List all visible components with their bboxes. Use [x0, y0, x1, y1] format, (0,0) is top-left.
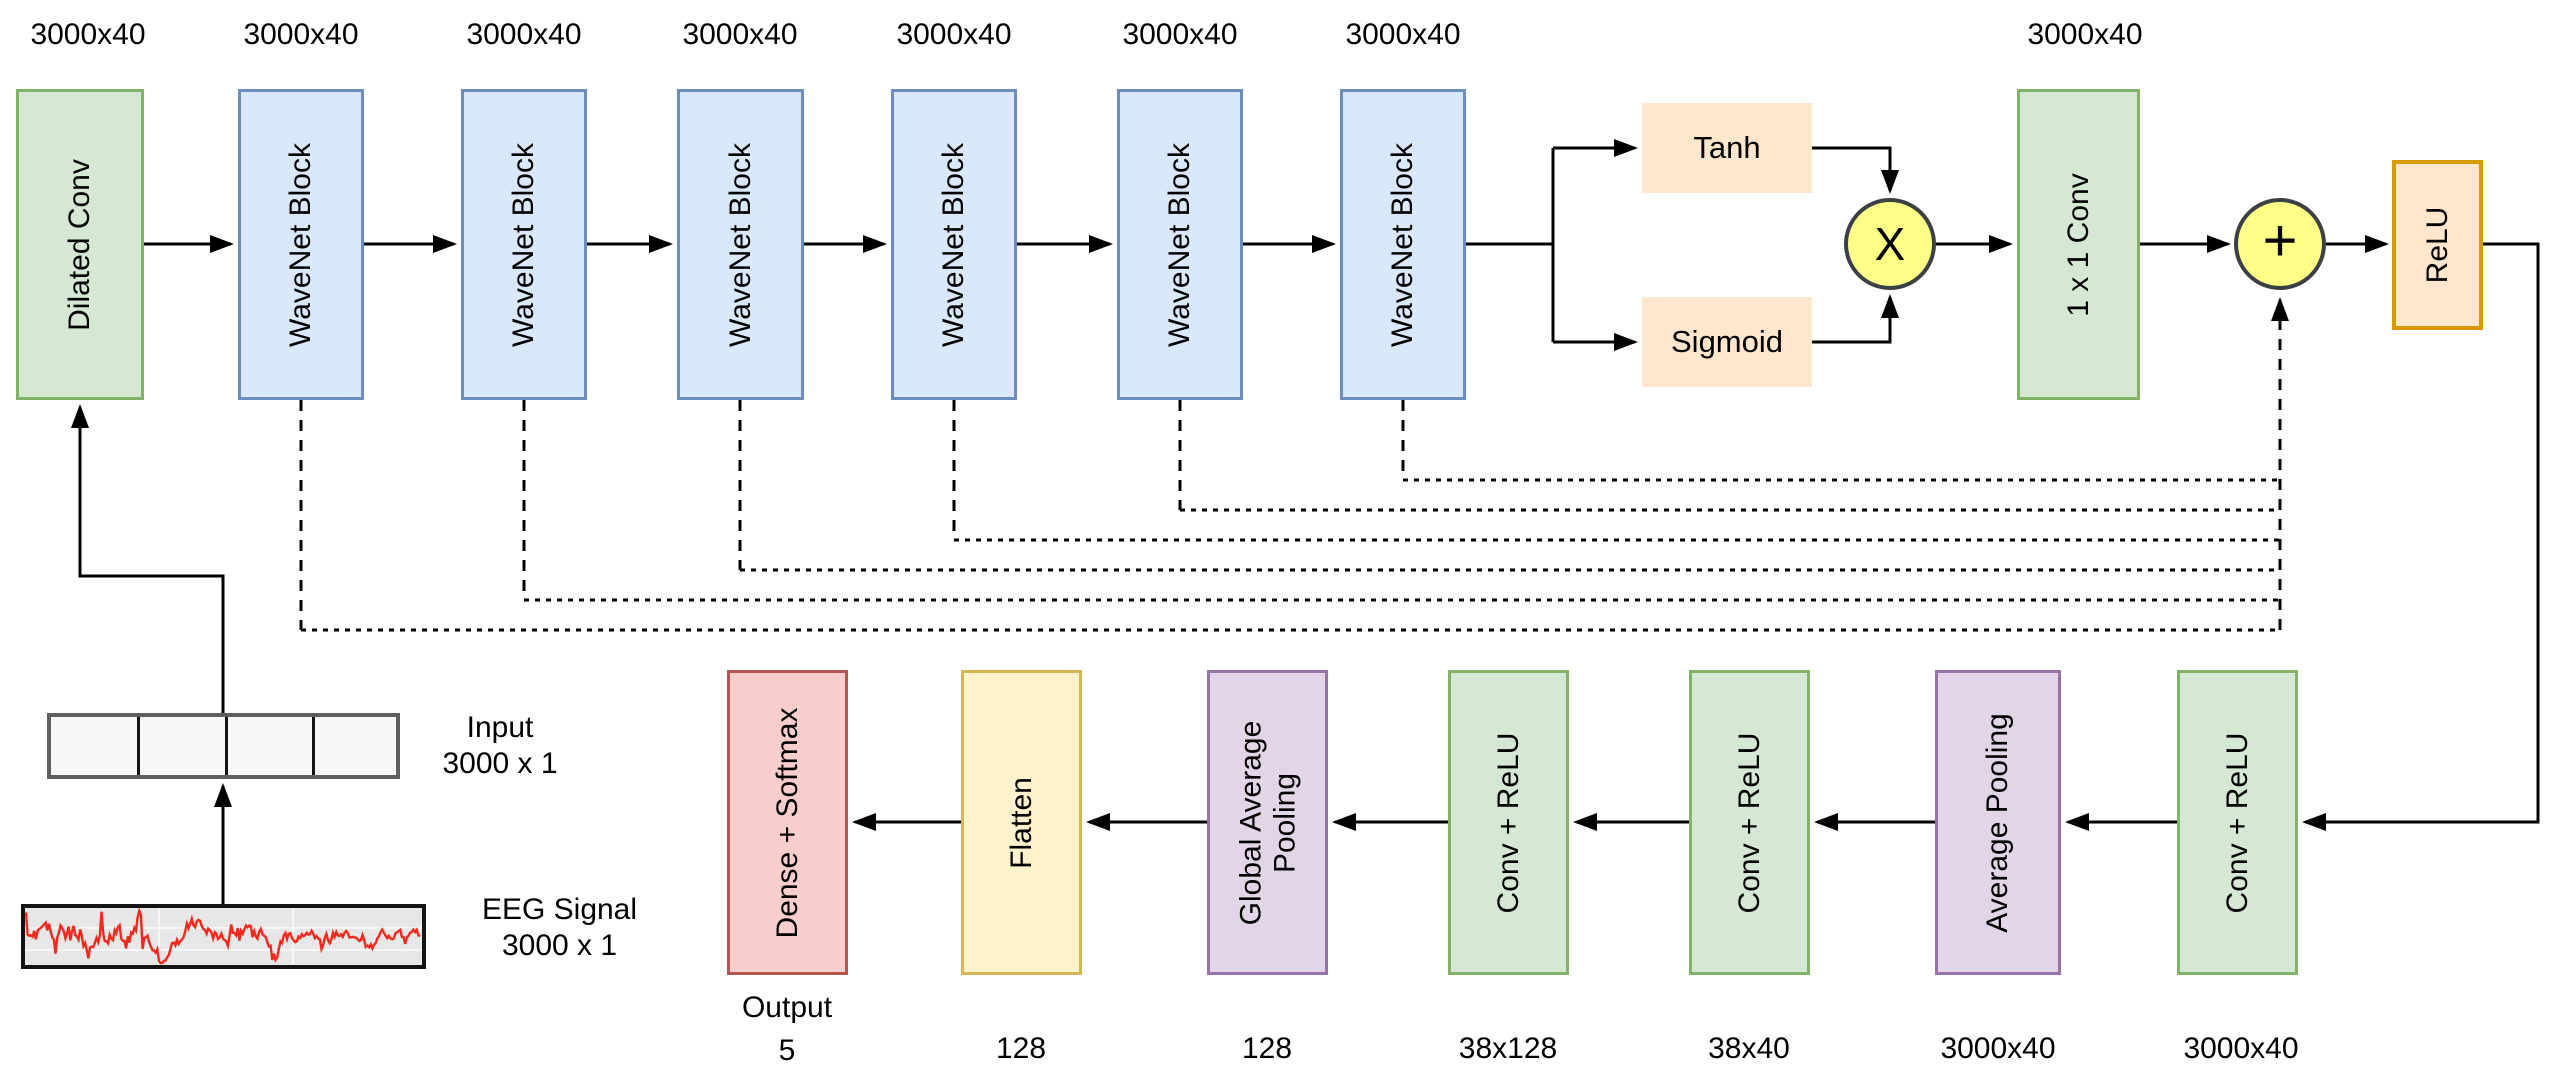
dim-conv-relu-1: 38x128: [1458, 1032, 1558, 1065]
eeg-gridline: [292, 908, 294, 965]
input-tensor-box: [47, 713, 400, 779]
block-conv-relu-3-label: Conv + ReLU: [2220, 732, 2254, 913]
dim-wavenet-1: 3000x40: [243, 18, 359, 51]
block-tanh: Tanh: [1642, 103, 1812, 193]
dim-global-average-pooling: 128: [1241, 1032, 1293, 1065]
eeg-gridline: [25, 927, 422, 929]
dim-dilated-conv: 3000x40: [30, 18, 146, 51]
eeg-signal-box: [21, 904, 426, 969]
eeg-signal-label: EEG Signal 3000 x 1: [481, 893, 638, 962]
input-cell-divider: [225, 717, 228, 775]
input-cell-divider: [137, 717, 140, 775]
block-dilated-conv: Dilated Conv: [16, 89, 144, 400]
block-relu: ReLU: [2392, 160, 2483, 330]
dim-average-pooling: 3000x40: [1940, 1032, 2056, 1065]
block-conv-relu-1: Conv + ReLU: [1448, 670, 1569, 975]
block-average-pooling-label: Average Pooling: [1981, 712, 2015, 933]
input-cell-divider: [312, 717, 315, 775]
dim-output-word: Output: [741, 991, 833, 1024]
block-dilated-conv-label: Dilated Conv: [63, 158, 97, 331]
block-average-pooling: Average Pooling: [1935, 670, 2061, 975]
block-wavenet-2: WaveNet Block: [461, 89, 587, 400]
block-dense-softmax-label: Dense + Softmax: [770, 707, 804, 938]
dim-flatten: 128: [995, 1032, 1047, 1065]
block-sigmoid: Sigmoid: [1642, 297, 1812, 387]
block-flatten-label: Flatten: [1004, 776, 1038, 869]
dim-conv-relu-2: 38x40: [1708, 1032, 1790, 1065]
block-wavenet-2-label: WaveNet Block: [507, 142, 541, 347]
flow-sigmoid-to-multiply: [1812, 294, 1899, 344]
flow-tanh-to-multiply: [1812, 146, 1899, 194]
eeg-gridline: [158, 908, 160, 965]
block-wavenet-5-label: WaveNet Block: [1163, 142, 1197, 347]
block-conv-relu-1-label: Conv + ReLU: [1491, 732, 1525, 913]
block-conv-relu-2-label: Conv + ReLU: [1732, 732, 1766, 913]
block-wavenet-4-label: WaveNet Block: [937, 142, 971, 347]
sigmoid-label: Sigmoid: [1671, 324, 1783, 359]
block-wavenet-3-label: WaveNet Block: [723, 142, 757, 347]
block-wavenet-1-label: WaveNet Block: [284, 142, 318, 347]
block-global-average-pooling: Global Average Pooling: [1207, 670, 1328, 975]
dim-conv-relu-3: 3000x40: [2183, 1032, 2299, 1065]
block-1x1-conv-label: 1 x 1 Conv: [2061, 172, 2095, 317]
dim-output-count: 5: [778, 1034, 796, 1067]
block-wavenet-6: WaveNet Block: [1340, 89, 1466, 400]
add-symbol: +: [2262, 207, 2298, 274]
flow-input-to-dilated: [71, 404, 225, 713]
dim-wavenet-4: 3000x40: [896, 18, 1012, 51]
dim-wavenet-2: 3000x40: [466, 18, 582, 51]
block-global-average-pooling-label: Global Average Pooling: [1233, 720, 1301, 925]
block-wavenet-6-label: WaveNet Block: [1386, 142, 1420, 347]
eeg-gridline: [25, 949, 422, 951]
dim-wavenet-6: 3000x40: [1345, 18, 1461, 51]
block-dense-softmax: Dense + Softmax: [727, 670, 848, 975]
flow-relu-to-bottom-row: [2302, 242, 2540, 831]
block-wavenet-3: WaveNet Block: [677, 89, 804, 400]
dim-wavenet-3: 3000x40: [682, 18, 798, 51]
dim-1x1-conv: 3000x40: [2027, 18, 2143, 51]
tanh-label: Tanh: [1693, 130, 1761, 165]
block-1x1-conv: 1 x 1 Conv: [2017, 89, 2140, 400]
block-flatten: Flatten: [961, 670, 1082, 975]
multiply-symbol: X: [1874, 218, 1906, 270]
block-wavenet-5: WaveNet Block: [1117, 89, 1243, 400]
dim-wavenet-5: 3000x40: [1122, 18, 1238, 51]
multiply-node: X: [1844, 198, 1936, 290]
input-label: Input 3000 x 1: [442, 711, 558, 780]
block-relu-label: ReLU: [2420, 206, 2454, 284]
block-wavenet-1: WaveNet Block: [238, 89, 364, 400]
block-conv-relu-2: Conv + ReLU: [1689, 670, 1810, 975]
add-node: +: [2234, 198, 2326, 290]
block-conv-relu-3: Conv + ReLU: [2177, 670, 2298, 975]
block-wavenet-4: WaveNet Block: [891, 89, 1017, 400]
